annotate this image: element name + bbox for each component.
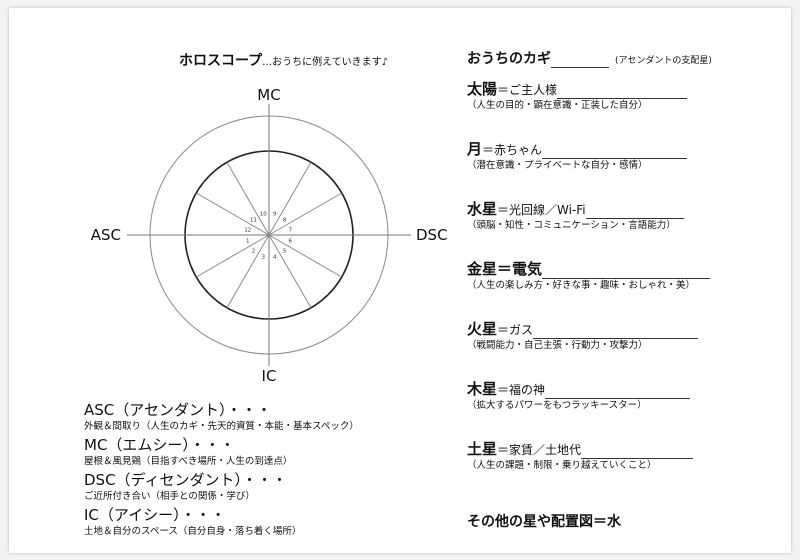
house-number: 10 — [260, 212, 267, 218]
house-number: 7 — [289, 227, 293, 233]
planet-sun: 太陽＝ご主人様 （人生の目的・顕在意識・正装した自分） — [467, 80, 688, 113]
planet-meaning: ＝ご主人様 — [497, 83, 558, 97]
answer-blank[interactable] — [533, 324, 699, 339]
angle-item-mc: MC（エムシー）・・・ 屋根＆風見鶏（目指すべき場所・人生の到達点） — [84, 436, 424, 469]
house-cusp — [268, 234, 342, 278]
house-number: 6 — [289, 239, 293, 245]
angle-term: IC（アイシー）・・・ — [84, 506, 226, 524]
planet-jupiter: 木星＝福の神 （拡大するパワーをもつラッキースター） — [467, 380, 691, 413]
planet-name: 木星 — [467, 380, 498, 398]
house-cusp — [268, 192, 342, 236]
title-sub: …おうちに例えていきます♪ — [262, 57, 389, 68]
planet-desc: （人生の目的・顕在意識・正装した自分） — [467, 100, 648, 111]
planet-name: 金星 — [467, 260, 498, 278]
other-planets-note: その他の星や配置図＝水 — [467, 514, 621, 530]
answer-blank[interactable] — [542, 264, 711, 279]
house-cusp — [196, 234, 270, 278]
planet-meaning: ＝赤ちゃん — [482, 143, 543, 157]
house-number: 3 — [262, 254, 266, 260]
house-number: 8 — [283, 217, 287, 223]
angle-term: DSC（ディセンダント）・・・ — [84, 471, 287, 489]
planet-name: 月 — [467, 140, 483, 158]
angle-term: MC（エムシー）・・・ — [84, 436, 235, 454]
keys-header: おうちのカギ (アセンダントの支配星) — [467, 48, 767, 74]
keys-section: おうちのカギ (アセンダントの支配星) 太陽＝ご主人様 （人生の目的・顕在意識・正… — [467, 48, 767, 530]
planet-meaning: ＝ガス — [497, 323, 534, 337]
mc-label: MC — [257, 86, 280, 104]
planet-desc: （人生の楽しみ方・好きな事・趣味・おしゃれ・美） — [467, 280, 696, 291]
answer-blank[interactable] — [542, 144, 688, 159]
house-cusps — [196, 162, 342, 308]
angle-desc: ご近所付き合い（相手との関係・学び） — [84, 491, 255, 502]
answer-blank[interactable] — [581, 444, 694, 459]
angle-definitions: ASC（アセンダント）・・・ 外観＆間取り（人生のカギ・先天的資質・本能・基本ス… — [84, 401, 424, 541]
keys-header-title: おうちのカギ — [467, 51, 551, 67]
angle-item-ic: IC（アイシー）・・・ 土地＆自分のスペース（自分自身・落ち着く場所） — [84, 506, 424, 539]
house-cusp — [226, 162, 270, 236]
answer-blank[interactable] — [551, 53, 609, 68]
planet-moon: 月＝赤ちゃん （潜在意識・プライベートな自分・感情） — [467, 140, 688, 173]
planet-name: 火星 — [467, 320, 498, 338]
house-number: 11 — [250, 217, 257, 223]
house-number: 12 — [244, 227, 251, 233]
answer-blank[interactable] — [545, 384, 691, 399]
house-cusp — [268, 162, 312, 236]
planet-desc: （拡大するパワーをもつラッキースター） — [467, 400, 647, 411]
angle-item-asc: ASC（アセンダント）・・・ 外観＆間取り（人生のカギ・先天的資質・本能・基本ス… — [84, 401, 424, 434]
planet-desc: （頭脳・知性・コミュニケーション・言語能力） — [467, 220, 676, 231]
angle-term: ASC（アセンダント）・・・ — [84, 401, 272, 419]
planet-mercury: 水星＝光回線／Wi-Fi （頭脳・知性・コミュニケーション・言語能力） — [467, 200, 684, 233]
answer-blank[interactable] — [557, 84, 688, 99]
planet-meaning: ＝光回線／Wi-Fi — [497, 203, 586, 217]
planet-name: 水星 — [467, 200, 498, 218]
planet-venus: 金星＝電気 （人生の楽しみ方・好きな事・趣味・おしゃれ・美） — [467, 260, 711, 293]
answer-blank[interactable] — [585, 204, 684, 219]
planet-desc: （人生の課題・制限・乗り越えていくこと） — [467, 460, 657, 471]
asc-label: ASC — [91, 226, 121, 244]
house-number: 4 — [273, 254, 277, 260]
planet-saturn: 土星＝家賃／土地代 （人生の課題・制限・乗り越えていくこと） — [467, 440, 694, 473]
house-number: 9 — [273, 212, 277, 218]
angle-desc: 土地＆自分のスペース（自分自身・落ち着く場所） — [84, 526, 302, 537]
keys-header-note: (アセンダントの支配星) — [615, 56, 712, 66]
dsc-label: DSC — [416, 226, 448, 244]
planet-mars: 火星＝ガス （戦闘能力・自己主張・行動力・攻撃力） — [467, 320, 699, 353]
house-cusp — [196, 192, 270, 236]
angle-item-dsc: DSC（ディセンダント）・・・ ご近所付き合い（相手との関係・学び） — [84, 471, 424, 504]
planet-desc: （潜在意識・プライベートな自分・感情） — [467, 160, 648, 171]
angle-desc: 屋根＆風見鶏（目指すべき場所・人生の到達点） — [84, 456, 293, 467]
planet-meaning: ＝家賃／土地代 — [497, 443, 582, 457]
house-number: 2 — [252, 249, 256, 255]
planet-name: 太陽 — [467, 80, 498, 98]
house-cusp — [226, 234, 270, 308]
planet-desc: （戦闘能力・自己主張・行動力・攻撃力） — [467, 340, 648, 351]
planet-meaning: ＝福の神 — [497, 383, 546, 397]
angle-desc: 外観＆間取り（人生のカギ・先天的資質・本能・基本スペック） — [84, 421, 359, 432]
house-cusp — [268, 234, 312, 308]
ic-label: IC — [262, 367, 277, 385]
house-number: 5 — [283, 249, 287, 255]
page-title: ホロスコープ…おうちに例えていきます♪ — [179, 50, 388, 70]
planet-meaning: ＝電気 — [497, 260, 543, 278]
house-number: 1 — [246, 239, 250, 245]
title-main: ホロスコープ — [179, 53, 263, 69]
planet-name: 土星 — [467, 440, 498, 458]
